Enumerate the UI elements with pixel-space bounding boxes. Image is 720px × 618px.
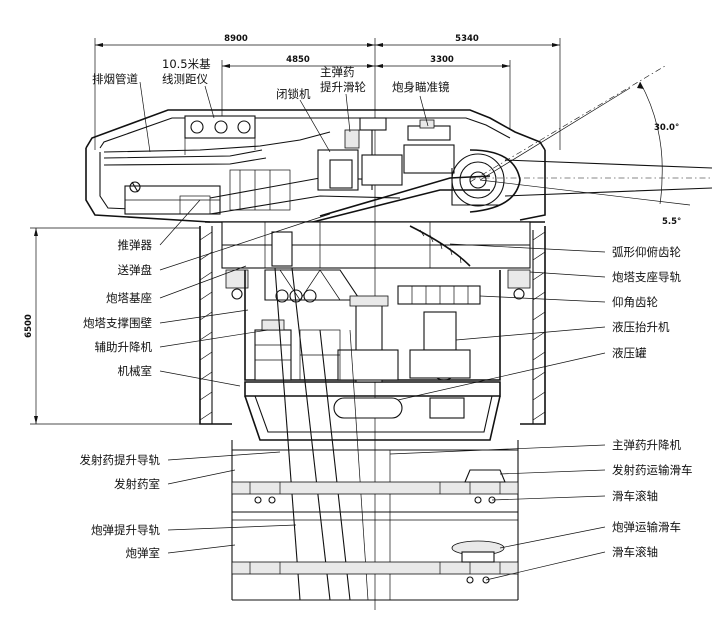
label-loading-tray: 送弹盘 xyxy=(118,263,153,277)
dim-3300: 3300 xyxy=(430,55,454,65)
label-hoist-pulley-line2: 提升滑轮 xyxy=(320,80,366,94)
label-exhaust-pipe: 排烟管道 xyxy=(92,72,138,86)
lower-decks xyxy=(231,440,519,601)
label-turret-base: 炮塔基座 xyxy=(106,291,152,305)
label-hydraulic-lift: 液压抬升机 xyxy=(612,320,670,334)
label-main-ammo-hoist: 主弹药升降机 xyxy=(612,438,681,452)
label-aux-lift: 辅助升降机 xyxy=(95,340,153,354)
label-hoist-pulley-line1: 主弹药 xyxy=(320,65,355,79)
machinery-room xyxy=(244,295,501,441)
label-breech-mechanism: 闭锁机 xyxy=(276,87,311,101)
label-trolley-roller-1: 滑车滚轴 xyxy=(612,489,658,503)
label-support-wall: 炮塔支撑围壁 xyxy=(83,316,152,330)
dim-6500: 6500 xyxy=(24,314,34,338)
dim-8900: 8900 xyxy=(224,34,248,44)
angle-depression: 5.5° xyxy=(662,217,681,227)
label-arc-elevation-gear: 弧形仰俯齿轮 xyxy=(612,245,681,259)
label-rangefinder-line1: 10.5米基 xyxy=(162,57,211,71)
label-gun-sight: 炮身瞄准镜 xyxy=(392,80,450,94)
turret-base-ring xyxy=(199,221,546,425)
turret-house xyxy=(85,109,546,225)
label-rangefinder-line2: 线测距仪 xyxy=(162,72,208,86)
dim-4850: 4850 xyxy=(286,55,310,65)
label-propellant-room: 发射药室 xyxy=(114,477,160,491)
label-trolley-roller-2: 滑车滚轴 xyxy=(612,545,658,559)
label-roller-path: 炮塔支座导轨 xyxy=(612,270,681,284)
leader-lines xyxy=(139,81,606,581)
hoist-trunk xyxy=(274,267,391,601)
label-hydraulic-tank: 液压罐 xyxy=(612,346,647,360)
gun-barrel-and-angle-lines xyxy=(469,65,713,206)
angle-elevation: 30.0° xyxy=(654,123,679,133)
label-propellant-hoist-rail: 发射药提升导轨 xyxy=(80,453,161,467)
label-shell-hoist-rail: 炮弹提升导轨 xyxy=(91,523,160,537)
label-shell-room: 炮弹室 xyxy=(126,546,161,560)
label-shell-trolley: 炮弹运输滑车 xyxy=(612,520,681,534)
label-rammer: 推弹器 xyxy=(118,238,153,252)
label-machine-room: 机械室 xyxy=(118,364,153,378)
label-elevation-gear: 仰角齿轮 xyxy=(612,295,658,309)
dim-5340: 5340 xyxy=(455,34,479,44)
label-propellant-trolley: 发射药运输滑车 xyxy=(612,463,693,477)
